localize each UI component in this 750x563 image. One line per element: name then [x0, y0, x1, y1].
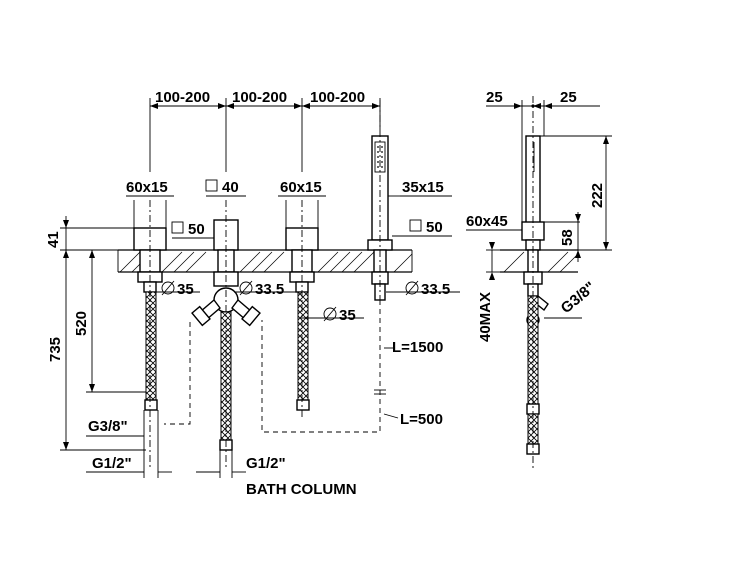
front-view: 100-200 100-200 100-200 60x15 40 60x15 3…	[45, 89, 460, 498]
dim-hose-1500: L=1500	[392, 339, 443, 356]
dim-square-40: 40	[222, 179, 239, 196]
square-symbol-icon	[171, 221, 184, 234]
dim-side-25-b: 25	[560, 89, 577, 106]
tap-right	[285, 200, 319, 420]
dim-dia-35-b: 35	[339, 307, 356, 324]
label-bath-column: BATH COLUMN	[246, 481, 357, 498]
diameter-icon	[161, 281, 175, 295]
dim-threads	[86, 410, 246, 478]
dim-dia-35-a: 35	[177, 281, 194, 298]
dim-side-222: 222	[589, 183, 606, 208]
dim-thread-g12-a: G1/2"	[92, 455, 132, 472]
dim-handle-left: 60x15	[126, 179, 168, 196]
dim-vertical-left	[60, 216, 146, 451]
dim-square-50-a: 50	[188, 221, 205, 238]
diameter-icon	[239, 281, 253, 295]
dim-side-top	[486, 100, 600, 222]
dim-side-g38: G3/8"	[558, 279, 599, 318]
dim-depth-520: 520	[73, 311, 90, 336]
hose-routing	[164, 300, 386, 433]
diameter-icon	[405, 281, 419, 295]
dim-handshower: 35x15	[402, 179, 444, 196]
dim-side-vertical	[540, 135, 612, 262]
handle-dims	[126, 195, 452, 228]
dim-spacing-2: 100-200	[232, 89, 287, 106]
dim-side-25-a: 25	[486, 89, 503, 106]
tap-left	[133, 200, 167, 470]
dim-thread-g38: G3/8"	[88, 418, 128, 435]
dim-side-40max: 40MAX	[477, 292, 494, 342]
diameter-icon	[323, 307, 337, 321]
dim-dia-33-5-a: 33.5	[255, 281, 284, 298]
dim-depth-735: 735	[47, 337, 64, 362]
dim-side-58: 58	[559, 229, 576, 246]
dim-square-50-b: 50	[426, 219, 443, 236]
square-symbol-icon	[409, 219, 422, 232]
dim-height-41: 41	[45, 231, 62, 248]
dim-hose-500: L=500	[400, 411, 443, 428]
dim-dia-33-5-b: 33.5	[421, 281, 450, 298]
deck-surface	[117, 249, 413, 273]
dim-diameters	[150, 291, 460, 319]
dim-spacing	[149, 98, 381, 172]
dim-spacing-3: 100-200	[310, 89, 365, 106]
dim-side-40max	[486, 242, 500, 280]
hand-shower	[367, 100, 393, 301]
square-symbol-icon	[205, 179, 218, 192]
dim-handle-right: 60x15	[280, 179, 322, 196]
dim-spacing-1: 100-200	[155, 89, 210, 106]
dim-side-60x45: 60x45	[466, 213, 508, 230]
side-view: 25 25 222 58 60x45 40MAX G3/8"	[466, 89, 612, 470]
tap-diverter	[191, 200, 261, 470]
dim-thread-g12-b: G1/2"	[246, 455, 286, 472]
